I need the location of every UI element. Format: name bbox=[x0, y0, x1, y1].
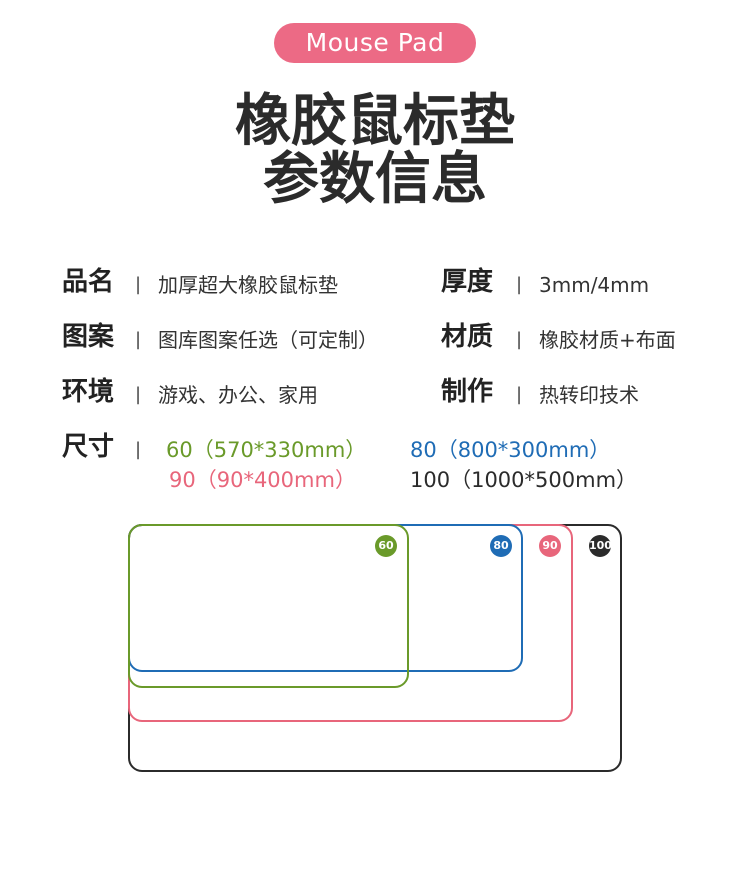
spec-material-value: 橡胶材质+布面 bbox=[539, 328, 676, 352]
page-title-line-2: 参数信息 bbox=[263, 147, 487, 212]
size-80-text: 80（800*300mm） bbox=[410, 438, 611, 462]
spec-pattern-value: 图库图案任选（可定制） bbox=[158, 328, 378, 352]
spec-pattern-label: 图案 bbox=[62, 322, 115, 352]
size-badge-60: 60 bbox=[375, 535, 397, 557]
size-100-text: 100（1000*500mm） bbox=[410, 468, 638, 492]
separator: | bbox=[135, 384, 142, 405]
separator: | bbox=[516, 329, 523, 350]
size-90-text: 90（90*400mm） bbox=[169, 468, 356, 492]
spec-name-label: 品名 bbox=[62, 267, 115, 297]
separator: | bbox=[516, 384, 523, 405]
mouse-pad-badge: Mouse Pad bbox=[274, 23, 476, 63]
size-60-text: 60（570*330mm） bbox=[166, 438, 367, 462]
separator: | bbox=[135, 274, 142, 295]
size-badge-80: 80 bbox=[490, 535, 512, 557]
separator: | bbox=[135, 329, 142, 350]
spec-material-label: 材质 bbox=[441, 322, 494, 352]
spec-craft-label: 制作 bbox=[441, 377, 494, 407]
spec-thickness-label: 厚度 bbox=[441, 267, 494, 297]
size-badge-90: 90 bbox=[539, 535, 561, 557]
spec-environment-label: 环境 bbox=[62, 377, 115, 407]
separator: | bbox=[516, 274, 523, 295]
spec-craft-value: 热转印技术 bbox=[539, 383, 639, 407]
spec-environment-value: 游戏、办公、家用 bbox=[158, 383, 318, 407]
size-badge-100: 100 bbox=[589, 535, 612, 557]
page-title-line-1: 橡胶鼠标垫 bbox=[235, 89, 515, 154]
spec-thickness-value: 3mm/4mm bbox=[539, 273, 650, 297]
pad-outline-60 bbox=[128, 524, 409, 688]
spec-size-label: 尺寸 bbox=[62, 432, 115, 462]
separator: | bbox=[135, 439, 142, 460]
spec-name-value: 加厚超大橡胶鼠标垫 bbox=[158, 273, 338, 297]
